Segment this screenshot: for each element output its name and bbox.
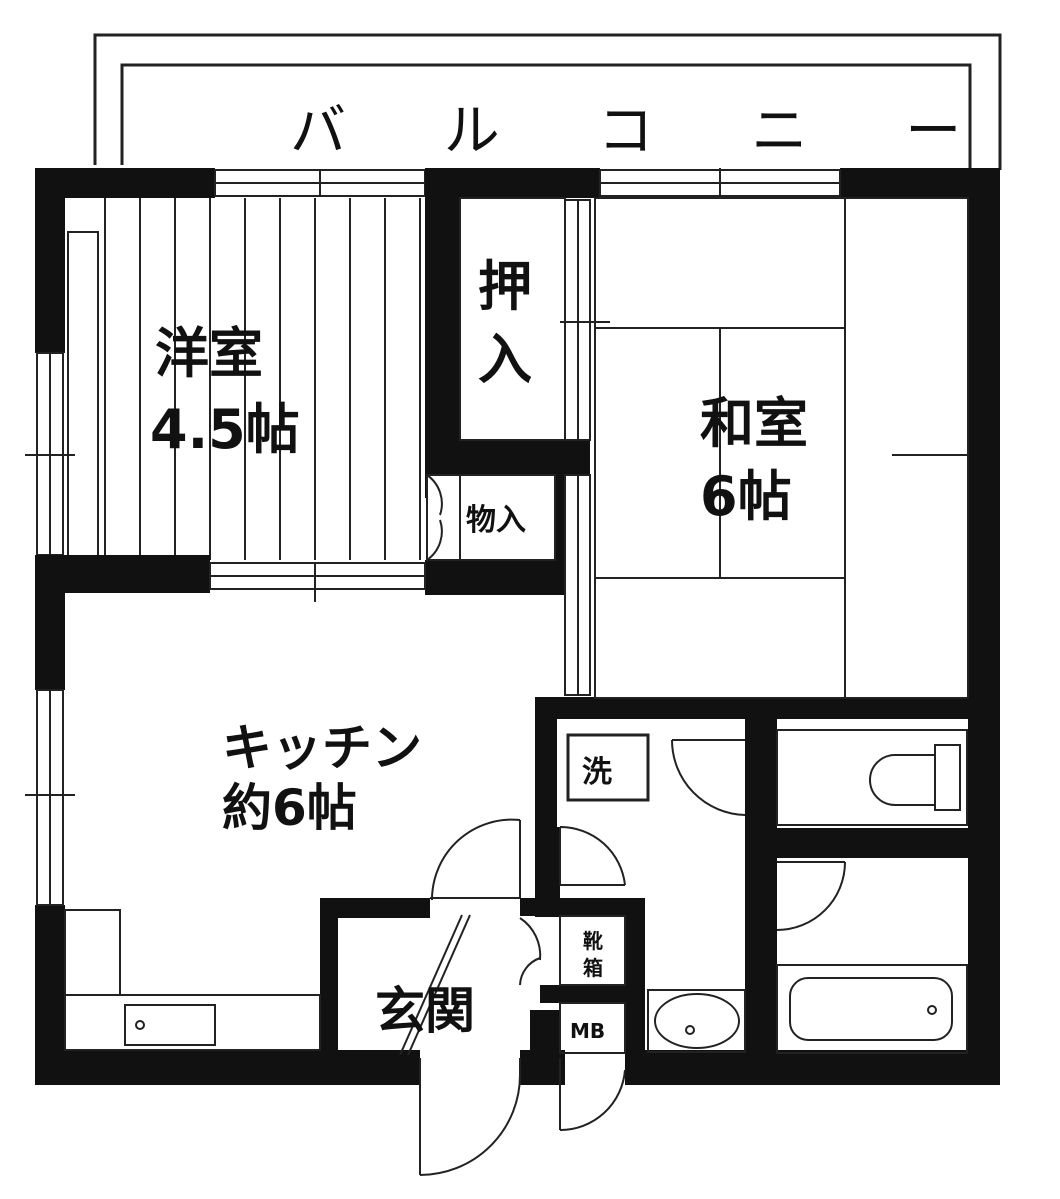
wall-shoebox-east bbox=[625, 898, 645, 1058]
oshiire-label-1: 押 bbox=[478, 255, 532, 318]
shoebox-mb bbox=[559, 915, 626, 1054]
interior-walls bbox=[35, 168, 968, 1058]
meterbox-label: MB bbox=[570, 1019, 605, 1043]
laundry-space bbox=[566, 733, 650, 802]
east-wall bbox=[968, 168, 1000, 1085]
wall-entrance-west bbox=[320, 898, 338, 1058]
oshiire-label-2: 入 bbox=[478, 328, 532, 391]
laundry-label: 洗 bbox=[582, 755, 612, 790]
wall-entrance-top bbox=[320, 898, 430, 918]
wall-western-south-right bbox=[425, 560, 565, 595]
door-front-left bbox=[419, 1058, 521, 1176]
wall-toilet-south bbox=[745, 828, 968, 858]
japanese-room-name: 和室 bbox=[700, 392, 808, 455]
japanese-room-size: 6帖 bbox=[700, 465, 792, 528]
wall-oshiire-south bbox=[425, 440, 590, 475]
japanese-room-tatami bbox=[564, 197, 969, 699]
south-wall-right bbox=[625, 1050, 1000, 1085]
kitchen-sink bbox=[124, 1004, 216, 1046]
balcony-outer-rail bbox=[93, 33, 1002, 170]
balcony bbox=[93, 33, 1002, 170]
door-kitchen-entrance bbox=[430, 818, 521, 901]
sink-drain bbox=[135, 1020, 145, 1030]
window-sashes bbox=[25, 168, 840, 905]
shoebox-label-1: 靴 bbox=[583, 929, 603, 953]
door-washroom bbox=[559, 825, 626, 886]
door-front-right bbox=[559, 1058, 626, 1132]
wall-toilet-west bbox=[745, 719, 777, 834]
western-room-name: 洋室 bbox=[155, 322, 263, 385]
doors bbox=[399, 739, 846, 1176]
wall-japanese-south bbox=[535, 697, 968, 719]
wall-mb-top bbox=[540, 985, 645, 1003]
bathtub bbox=[776, 964, 968, 1054]
shoebox-label-2: 箱 bbox=[583, 956, 603, 980]
western-room-size: 4.5帖 bbox=[150, 398, 300, 461]
oshiire-closet bbox=[459, 197, 610, 441]
wall-bathroom-west bbox=[745, 858, 777, 1058]
kitchen-counter bbox=[64, 994, 321, 1051]
west-wall-top bbox=[35, 168, 65, 353]
washbasin bbox=[647, 989, 746, 1053]
window-western-south bbox=[209, 562, 426, 602]
kitchen-name: キッチン bbox=[222, 719, 422, 777]
wall-storage-east bbox=[555, 475, 565, 595]
kitchen-equipment bbox=[64, 909, 321, 1051]
wall-shoebox-west bbox=[535, 827, 560, 917]
door-toilet bbox=[776, 861, 846, 931]
balcony-inner-rail bbox=[120, 63, 972, 170]
wall-entrance-east bbox=[530, 1010, 560, 1058]
wall-western-south-left bbox=[35, 555, 210, 593]
storage-label: 物入 bbox=[466, 503, 526, 538]
toilet bbox=[776, 729, 968, 826]
wall-bath-west bbox=[535, 697, 557, 827]
door-bath bbox=[671, 739, 746, 816]
western-room-flooring bbox=[67, 198, 421, 560]
door-shoebox bbox=[519, 917, 542, 986]
storage-closet bbox=[426, 474, 556, 561]
kitchen-size: 約6帖 bbox=[222, 779, 357, 837]
south-wall-left bbox=[35, 1050, 420, 1085]
fridge-space bbox=[64, 909, 121, 996]
entrance-label: 玄関 bbox=[375, 982, 475, 1040]
balcony-label: バ ル コ ニ ー bbox=[290, 99, 1001, 164]
